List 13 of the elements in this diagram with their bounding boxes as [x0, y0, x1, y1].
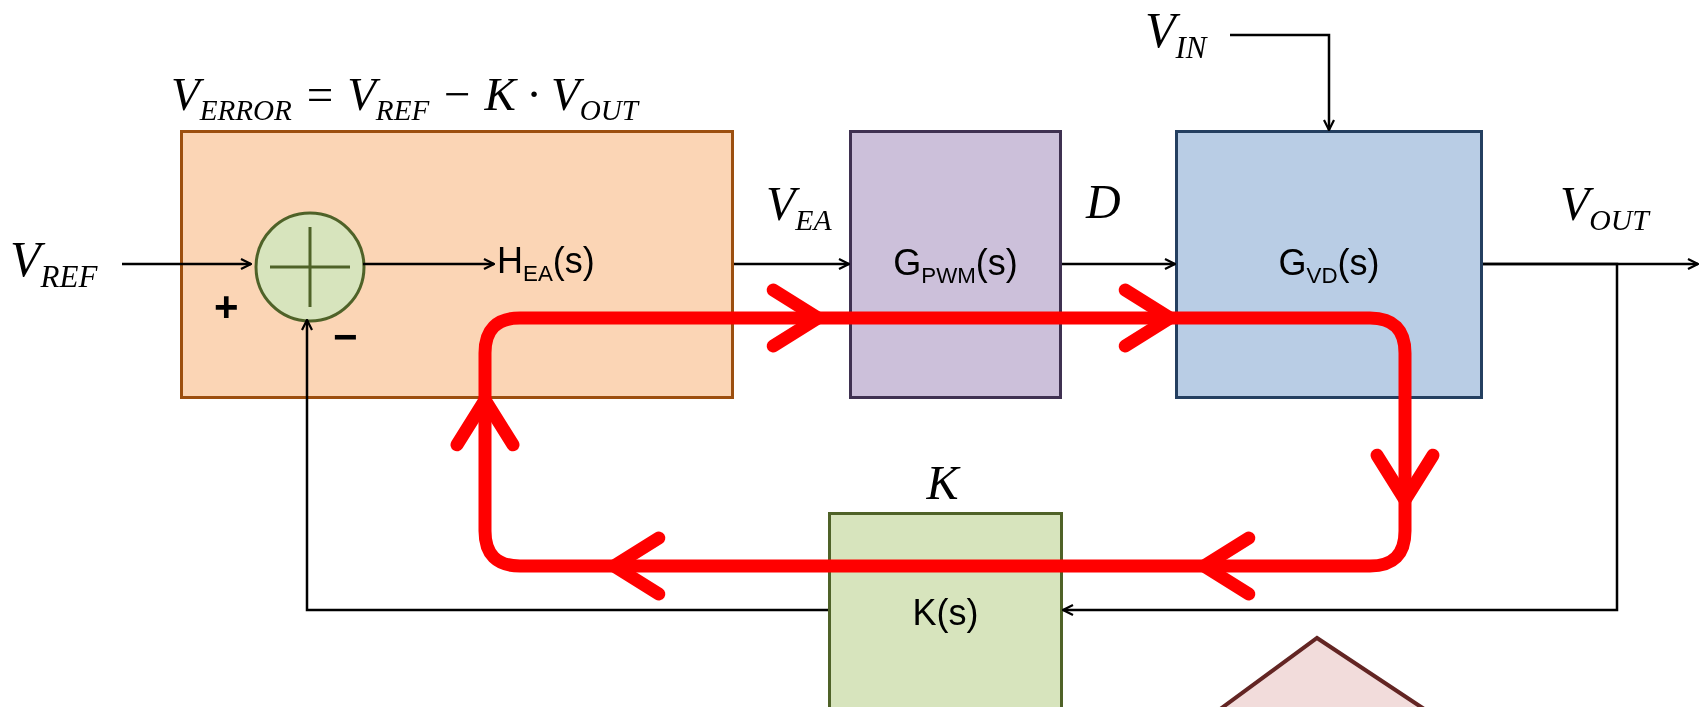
input-voltage-label: V$_{IN}$	[1145, 5, 1230, 69]
gain-label: K	[926, 459, 959, 507]
minus-sign: −	[333, 316, 358, 358]
transfer-function-label: K(s)	[911, 595, 980, 631]
power-stage-block	[1175, 130, 1483, 399]
summing-junction	[254, 211, 366, 323]
plus-sign: +	[214, 286, 239, 328]
equation: V$_{ERROR}$ = V$_{REF}$ − K · V$_{OUT}$	[171, 71, 639, 126]
transfer-function-label: G$_{PWM}$(s)	[892, 245, 1019, 288]
transfer-function-label: H$_{EA}$(s)	[497, 243, 627, 293]
input-label: V$_{REF}$	[10, 234, 122, 296]
transfer-function-label: G$_{VD}$(s)	[1277, 245, 1381, 288]
pwm-block	[849, 130, 1062, 399]
